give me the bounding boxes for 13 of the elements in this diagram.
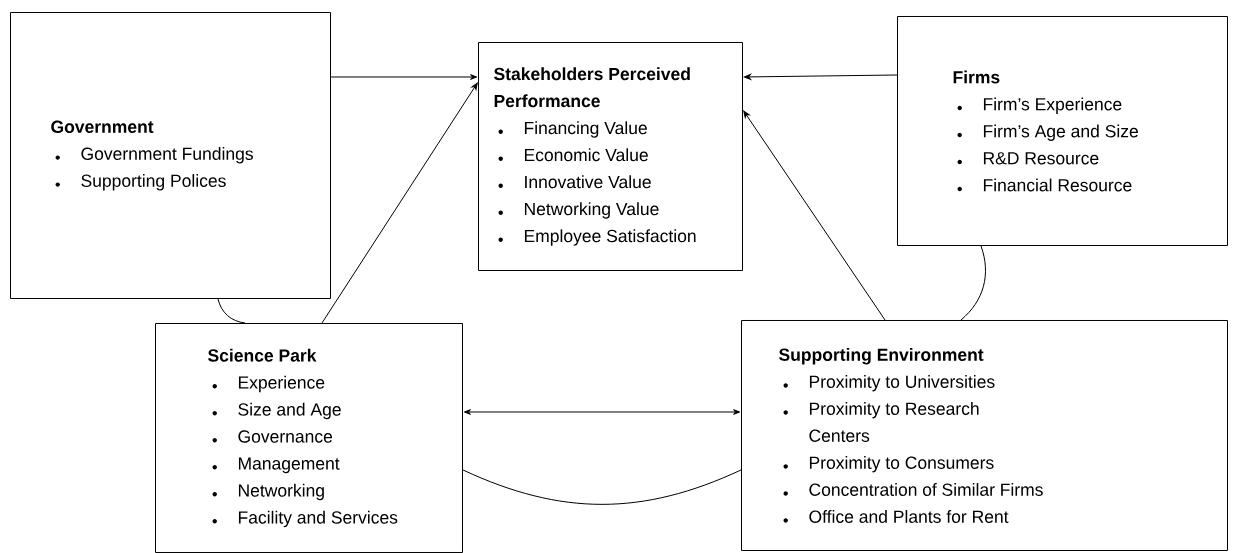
arrow [321, 82, 478, 324]
factor-box: Government Government Fundings Supporting Polices [10, 12, 331, 299]
arrow [463, 409, 741, 415]
factor-box: Science Park Experience Size and Age Governance Management Networking Facility and Services [155, 323, 463, 553]
factor-box: Stakeholders Perceived Performance Financing Value Economic Value Innovative Value Networking Value Employee Satisfaction [478, 42, 743, 271]
arrow [330, 74, 478, 80]
factor-box: Supporting Environment Proximity to Universities Proximity to Research Centers Proximity to Consumers Concentration of Similar Firms Office and Plants for Rent [741, 320, 1228, 551]
arrow [743, 110, 886, 321]
connector-curve [960, 245, 986, 321]
connector-curve [217, 298, 246, 324]
arrow [743, 74, 898, 80]
factor-box: Firms Firm’s Experience Firm’s Age and Size R&D Resource Financial Resource [897, 16, 1228, 246]
connector-curve [462, 469, 742, 505]
